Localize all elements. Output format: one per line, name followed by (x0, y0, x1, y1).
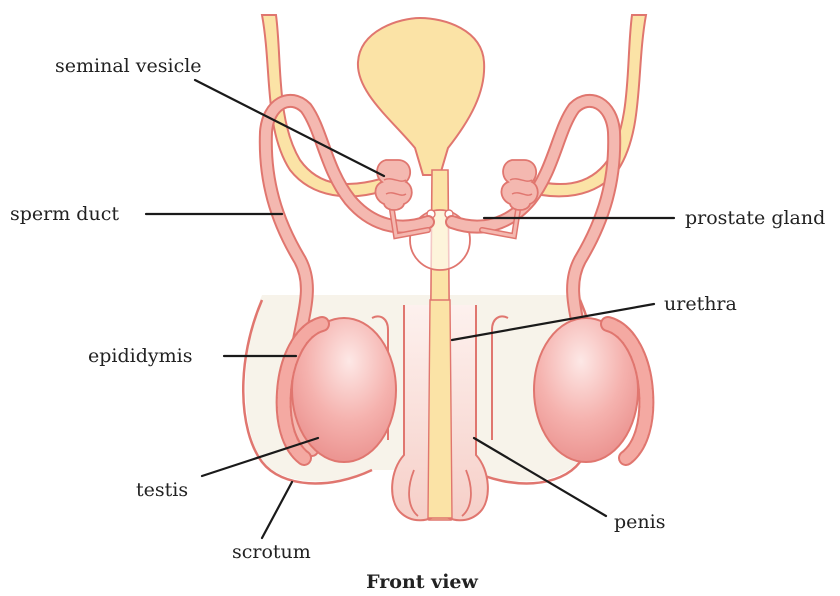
label-epididymis: epididymis (88, 345, 192, 367)
label-urethra: urethra (664, 293, 737, 315)
label-scrotum: scrotum (232, 541, 311, 563)
label-prostate-gland: prostate gland (685, 207, 825, 229)
label-seminal-vesicle: seminal vesicle (55, 55, 202, 77)
label-penis: penis (614, 511, 665, 533)
caption: Front view (366, 571, 478, 593)
label-sperm-duct: sperm duct (10, 203, 119, 225)
label-testis: testis (136, 479, 188, 501)
bladder (358, 18, 484, 175)
penis-urethra-core (428, 300, 452, 518)
leader-scrotum (262, 482, 292, 538)
